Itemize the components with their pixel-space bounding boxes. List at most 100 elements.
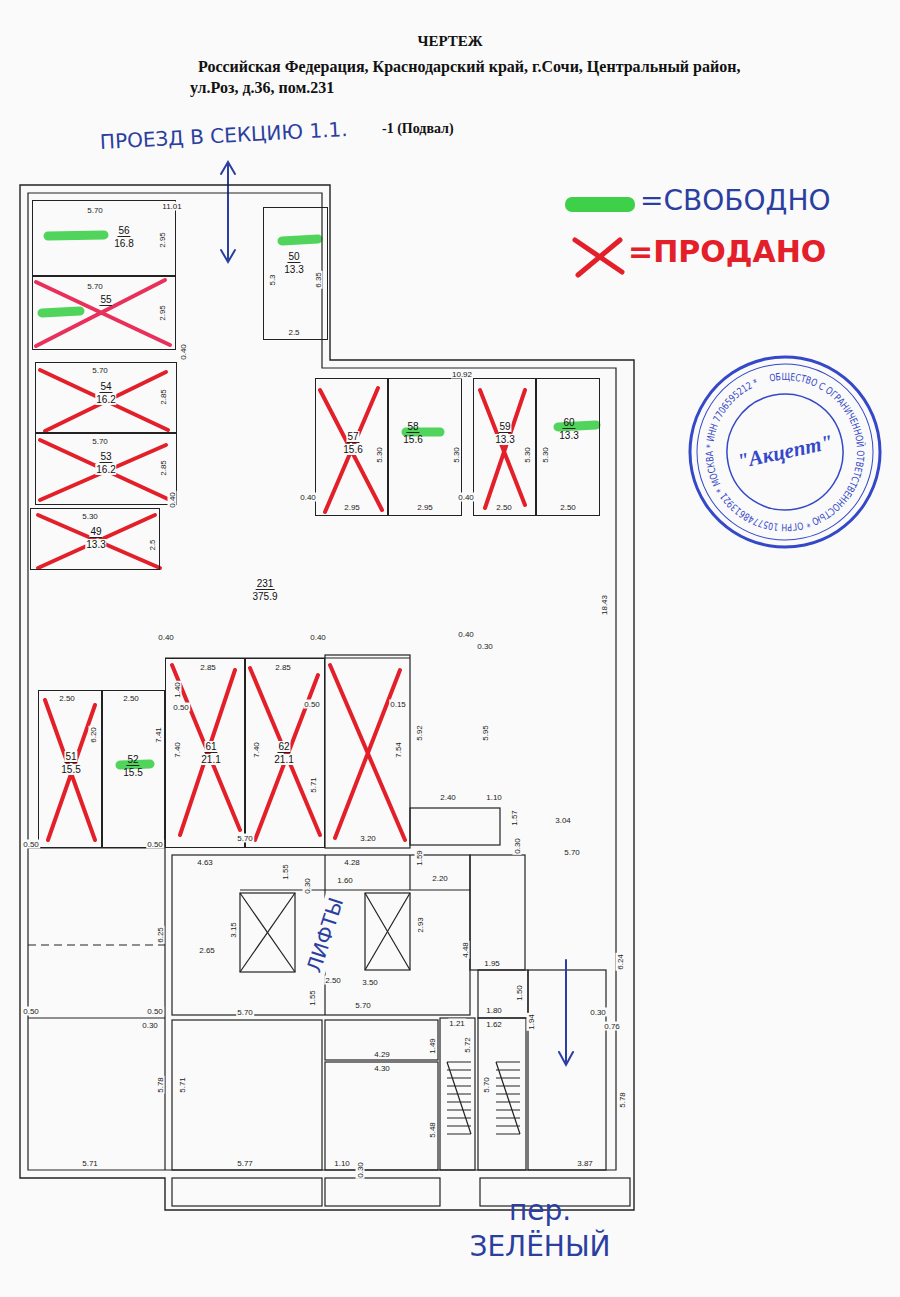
- dimension-label: 6.24: [616, 953, 625, 971]
- parking-space: 5115.5: [38, 690, 102, 848]
- dimension-label: 5.70: [91, 437, 109, 446]
- drawing-title: ЧЕРТЕЖ: [417, 33, 482, 50]
- dimension-label: 3.50: [361, 978, 379, 987]
- dimension-label: 0.40: [457, 493, 475, 502]
- dimension-label: 5.92: [415, 724, 424, 742]
- dimension-label: 2.93: [416, 916, 425, 934]
- space-number: 61: [204, 741, 217, 753]
- free-marker: [42, 235, 596, 765]
- dimension-label: 4.48: [461, 941, 470, 959]
- sold-cross: [36, 280, 525, 840]
- space-number: 58: [406, 421, 419, 433]
- dimension-label: 5.70: [86, 206, 104, 215]
- dimension-label: 2.85: [199, 663, 217, 672]
- stamp-rings: [681, 348, 890, 557]
- dimension-label: 5.3: [268, 273, 277, 286]
- dimension-label: 2.85: [274, 663, 292, 672]
- space-area: 15.6: [342, 444, 363, 455]
- dimension-label: 0.50: [172, 703, 190, 712]
- dimension-label: 5.70: [354, 1001, 372, 1010]
- interior-walls: [240, 893, 295, 972]
- dimension-label: 0.30: [141, 1021, 159, 1030]
- dimension-label: 2.5: [287, 328, 300, 337]
- space-number: 49: [89, 526, 102, 538]
- dimension-label: 1.49: [428, 1037, 437, 1055]
- dimension-label: 0.30: [303, 877, 312, 895]
- dimension-label: 0.40: [168, 491, 177, 509]
- dimension-label: 5.70: [563, 848, 581, 857]
- space-number: 56: [117, 225, 130, 237]
- dimension-label: 18.43: [600, 594, 609, 616]
- space-area: 375.9: [251, 591, 278, 602]
- floor-level: -1 (Подвал): [382, 121, 454, 137]
- company-stamp: ОБЩЕСТВО С ОГРАНИЧЕННОЙ ОТВЕТСТВЕННОСТЬЮ…: [666, 333, 900, 570]
- dimension-label: 4.63: [196, 858, 214, 867]
- space-number: 55: [99, 294, 112, 306]
- interior-walls: [164, 848, 165, 1170]
- handwritten-note: ЛИФТЫ: [301, 893, 349, 978]
- dimension-label: 4.28: [343, 858, 361, 867]
- dimension-label: 1.80: [485, 1006, 503, 1015]
- dimension-label: 7.40: [173, 741, 182, 759]
- space-number: 52: [126, 754, 139, 766]
- dimension-label: 1.55: [281, 863, 290, 881]
- legend-swatch: [565, 197, 635, 212]
- dimension-label: 2.50: [559, 503, 577, 512]
- space-area: 13.3: [283, 264, 304, 275]
- address: Российская Федерация, Краснодарский край…: [190, 56, 745, 98]
- dimension-label: 1.10: [333, 1159, 351, 1168]
- space-number: 53: [99, 451, 112, 463]
- interior-walls: [28, 944, 165, 945]
- legend-text: =СВОБОДНО: [640, 184, 830, 217]
- space-area: 21.1: [273, 754, 294, 765]
- dimension-label: 5.72: [463, 1036, 472, 1054]
- dimension-label: 3.04: [554, 816, 572, 825]
- dimension-label: 7.41: [154, 726, 163, 744]
- dimension-label: 1.59: [415, 849, 424, 867]
- space-area: 13.3: [85, 539, 106, 550]
- sold-cross: [45, 700, 95, 840]
- interior-walls: [172, 855, 470, 1015]
- dimension-label: 2.50: [495, 503, 513, 512]
- dimension-label: 0.30: [589, 1008, 607, 1017]
- parking-space: 5616.8: [32, 200, 176, 276]
- dimension-label: 1.94: [527, 1013, 536, 1031]
- space-area: 16.8: [113, 238, 134, 249]
- interior-walls: [365, 893, 410, 970]
- dimension-label: 1.40: [173, 681, 182, 699]
- interior-walls: [365, 893, 410, 970]
- direction-arrow: [221, 162, 573, 1065]
- dimension-label: 5.70: [86, 282, 104, 291]
- interior-walls: [409, 855, 410, 890]
- interior-walls: [325, 655, 410, 848]
- dimension-label: 4.30: [373, 1064, 391, 1073]
- free-marker: [282, 239, 318, 241]
- sold-cross: [480, 390, 525, 508]
- dimension-label: 5.30: [452, 446, 461, 464]
- dimension-label: 0.76: [603, 1022, 621, 1031]
- interior-walls: [365, 893, 410, 970]
- space-area: 21.1: [200, 754, 221, 765]
- dimension-label: 1.62: [485, 1020, 503, 1029]
- dimension-label: 3.20: [359, 834, 377, 843]
- sold-cross: [172, 665, 240, 835]
- interior-walls: [470, 855, 525, 970]
- space-area: 15.5: [60, 764, 81, 775]
- dimension-label: 11.01: [161, 202, 182, 211]
- direction-arrow: [221, 162, 235, 262]
- dimension-label: 2.95: [416, 503, 434, 512]
- interior-walls: [172, 1020, 322, 1170]
- dimension-label: 2.40: [439, 793, 457, 802]
- dimension-label: 0.30: [476, 642, 494, 651]
- space-number: 54: [99, 381, 112, 393]
- dimension-label: 0.50: [146, 1007, 164, 1016]
- dimension-label: 5.95: [481, 724, 490, 742]
- basement-outline: [20, 185, 634, 1210]
- dimension-label: 2.95: [158, 231, 167, 249]
- space-number: 60: [562, 417, 575, 429]
- parking-space: 5215.5: [102, 690, 165, 848]
- space-number: 50: [287, 251, 300, 263]
- dimension-label: 2.20: [431, 874, 449, 883]
- dimension-label: 5.70: [236, 834, 254, 843]
